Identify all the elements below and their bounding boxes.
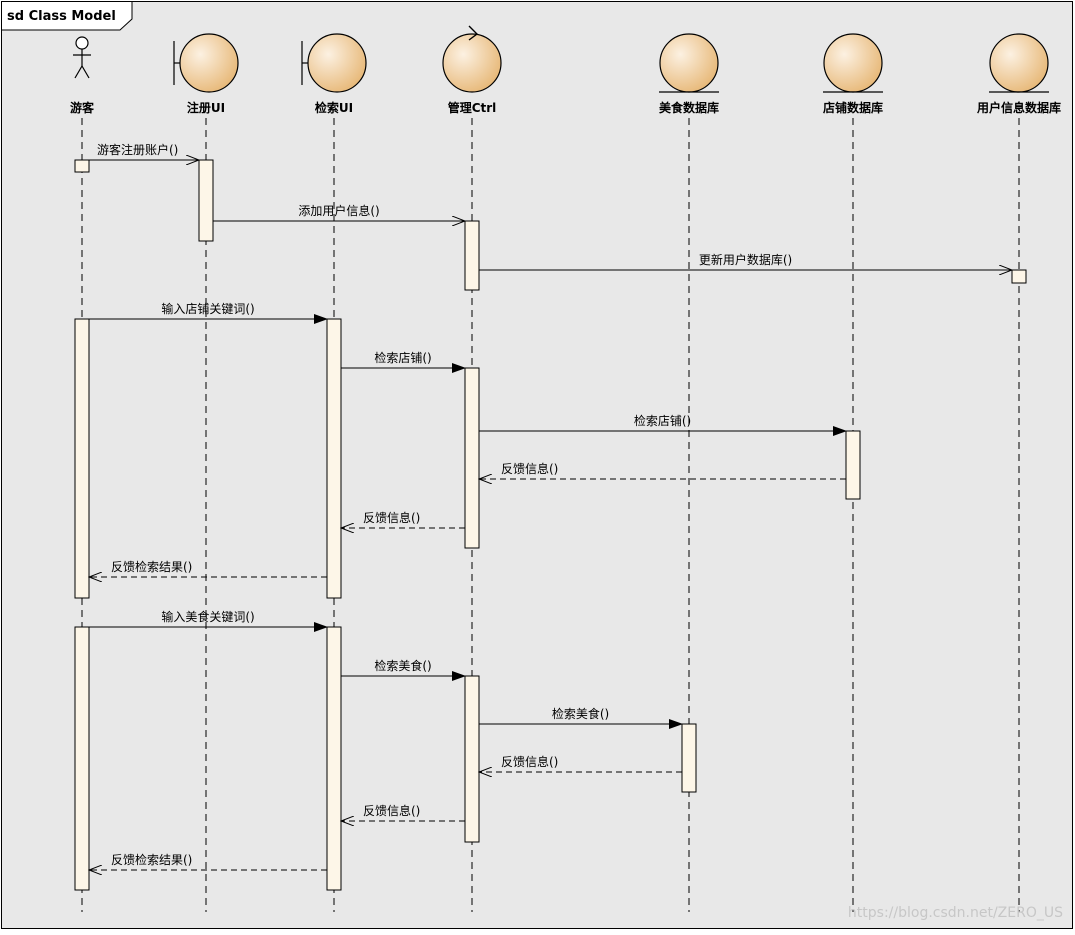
activation-bar bbox=[1011, 269, 1027, 284]
lifeline-label: 管理Ctrl bbox=[448, 100, 497, 115]
message-4: 输入店铺关键词() bbox=[89, 301, 328, 324]
message-label: 反馈检索结果() bbox=[111, 559, 192, 574]
message-label: 反馈检索结果() bbox=[111, 852, 192, 867]
message-label: 检索美食() bbox=[374, 658, 431, 673]
lifeline-user-db: 用户信息数据库 bbox=[976, 33, 1061, 912]
message-2: 添加用户信息() bbox=[213, 203, 465, 221]
frame-title: sd Class Model bbox=[7, 9, 116, 24]
message-3: 更新用户数据库() bbox=[479, 252, 1012, 270]
message-11: 检索美食() bbox=[341, 658, 466, 681]
watermark: https://blog.csdn.net/ZERO_US bbox=[848, 905, 1063, 921]
activation-bar bbox=[74, 159, 90, 173]
message-label: 更新用户数据库() bbox=[699, 252, 792, 267]
lifeline-label: 店铺数据库 bbox=[823, 100, 883, 115]
entity-icon bbox=[659, 33, 719, 93]
message-label: 添加用户信息() bbox=[298, 203, 379, 218]
message-9: 反馈检索结果() bbox=[89, 559, 327, 577]
lifeline-label: 游客 bbox=[70, 100, 95, 115]
activation-bars bbox=[74, 159, 1027, 891]
lifeline-shop-db: 店铺数据库 bbox=[823, 33, 883, 912]
message-label: 游客注册账户() bbox=[97, 142, 178, 157]
message-5: 检索店铺() bbox=[341, 350, 466, 373]
message-label: 检索店铺() bbox=[634, 413, 691, 428]
actor-icon bbox=[73, 36, 91, 79]
lifeline-label: 美食数据库 bbox=[659, 100, 719, 115]
activation-bar bbox=[464, 220, 480, 291]
activation-bar bbox=[326, 626, 342, 891]
boundary-icon bbox=[301, 33, 367, 93]
activation-bar bbox=[326, 318, 342, 599]
entity-icon bbox=[823, 33, 883, 93]
message-6: 检索店铺() bbox=[479, 413, 847, 436]
message-12: 检索美食() bbox=[479, 706, 683, 729]
lifeline-reg-ui: 注册UI bbox=[173, 33, 239, 912]
lifelines: 游客 注册UI 检索UI 管理Ctrl 美食数据库 店铺数据库 用户信息数据库 bbox=[70, 25, 1061, 912]
message-13: 反馈信息() bbox=[479, 754, 682, 772]
frame-title-tab bbox=[1, 1, 133, 31]
message-label: 反馈信息() bbox=[363, 510, 420, 525]
activation-bar bbox=[845, 430, 861, 500]
message-label: 检索店铺() bbox=[374, 350, 431, 365]
message-label: 检索美食() bbox=[552, 706, 609, 721]
activation-bar bbox=[198, 159, 214, 242]
message-15: 反馈检索结果() bbox=[89, 852, 327, 870]
message-label: 输入店铺关键词() bbox=[161, 301, 254, 316]
message-label: 反馈信息() bbox=[501, 754, 558, 769]
control-icon bbox=[442, 25, 502, 93]
lifeline-label: 用户信息数据库 bbox=[976, 100, 1061, 115]
boundary-icon bbox=[173, 33, 239, 93]
activation-bar bbox=[464, 367, 480, 549]
message-1: 游客注册账户() bbox=[89, 142, 199, 160]
message-label: 反馈信息() bbox=[501, 461, 558, 476]
message-7: 反馈信息() bbox=[479, 461, 846, 479]
lifeline-label: 检索UI bbox=[315, 100, 353, 115]
message-14: 反馈信息() bbox=[341, 803, 465, 821]
message-8: 反馈信息() bbox=[341, 510, 465, 528]
entity-icon bbox=[989, 33, 1049, 93]
activation-bar bbox=[681, 723, 697, 793]
activation-bar bbox=[74, 318, 90, 599]
message-label: 输入美食关键词() bbox=[161, 609, 254, 624]
activation-bar bbox=[74, 626, 90, 891]
message-label: 反馈信息() bbox=[363, 803, 420, 818]
message-10: 输入美食关键词() bbox=[89, 609, 328, 632]
lifeline-label: 注册UI bbox=[187, 100, 225, 115]
messages: 游客注册账户() 添加用户信息() 更新用户数据库() 输入店铺关键词() 检索店铺()… bbox=[89, 142, 1012, 870]
activation-bar bbox=[464, 675, 480, 843]
